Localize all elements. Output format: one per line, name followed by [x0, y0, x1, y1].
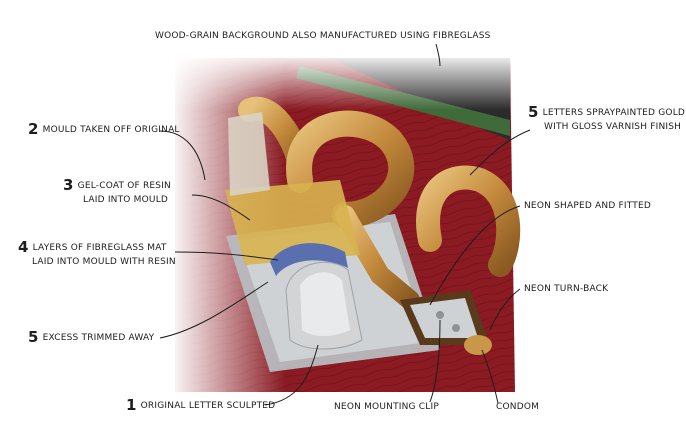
leader-neon-shaped: [429, 205, 521, 306]
neon-clip-assembly: [400, 290, 492, 355]
leader-wood-grain: [435, 43, 441, 67]
label-neon-shaped: Neon shaped and fitted: [524, 201, 652, 211]
label-condom: Condom: [496, 402, 540, 412]
leader-fibreglass: [174, 251, 279, 261]
leader-excess: [159, 281, 269, 339]
label-fibreglass-layers: 4layers of fibreglass mat laid into moul…: [18, 238, 176, 268]
step-number: 1: [126, 396, 137, 414]
label-neon-turnback: Neon turn-back: [524, 284, 609, 294]
fibreglass-layer: [270, 243, 348, 276]
label-original-letter: 1Original letter sculpted: [126, 396, 276, 414]
leader-neon-turnback: [489, 288, 521, 331]
leader-neon-clip: [429, 319, 441, 403]
leader-condom: [481, 349, 499, 404]
step-number: 4: [18, 238, 29, 256]
label-letters-gold: 5Letters spraypainted gold with gloss va…: [528, 103, 686, 133]
step-number: 5: [528, 103, 539, 121]
leader-mould-taken: [159, 130, 206, 181]
label-wood-grain: Wood-grain background also manufactured …: [155, 31, 491, 41]
leader-lines: [159, 43, 531, 406]
label-gel-coat: 3Gel-coat of resin laid into mould: [63, 176, 171, 206]
label-mould-taken: 2Mould taken off original: [28, 120, 180, 138]
original-letter-sculpt: [285, 261, 363, 350]
step-number: 5: [28, 328, 39, 346]
leader-original-letter: [264, 344, 319, 406]
step-number: 2: [28, 120, 39, 138]
step-number: 3: [63, 176, 74, 194]
leader-gel-coat: [191, 194, 251, 221]
leader-letters-gold: [469, 129, 531, 176]
neon-tubes: [238, 96, 521, 310]
label-neon-clip: Neon mounting clip: [334, 402, 439, 412]
gel-coat-mould: [225, 112, 360, 265]
label-excess-trimmed: 5Excess trimmed away: [28, 328, 155, 346]
